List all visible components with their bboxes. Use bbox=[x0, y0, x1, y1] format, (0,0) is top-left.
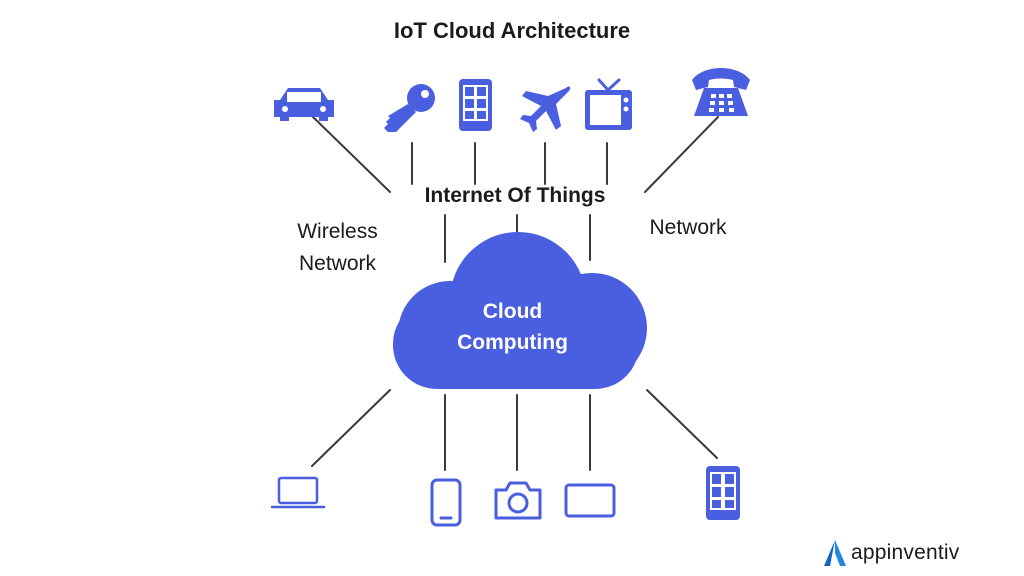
camera-icon bbox=[494, 481, 542, 520]
monitor-icon bbox=[564, 483, 616, 518]
telephone-icon bbox=[692, 68, 750, 116]
line-telephone bbox=[644, 116, 719, 193]
tablet-icon bbox=[459, 79, 492, 131]
cloud-computing-label-line-2: Computing bbox=[457, 331, 568, 354]
wireless-network-label-line-2: Network bbox=[298, 252, 377, 275]
connector-lines bbox=[311, 116, 719, 471]
appinventiv-logo-text: appinventiv bbox=[851, 541, 960, 564]
wireless-network-label-line-1: Wireless bbox=[297, 220, 378, 243]
line-car bbox=[312, 116, 391, 193]
internet-of-things-label: Internet Of Things bbox=[424, 184, 606, 207]
cloud-shape bbox=[393, 232, 647, 389]
key-icon bbox=[384, 84, 435, 132]
diagram-title: IoT Cloud Architecture bbox=[393, 18, 631, 43]
tablet-bottom-icon bbox=[706, 466, 740, 520]
line-laptop bbox=[311, 389, 391, 467]
cloud-computing-label: Cloud Computing bbox=[420, 296, 605, 358]
laptop-icon bbox=[270, 476, 326, 509]
appinventiv-logo-mark-icon bbox=[824, 540, 846, 566]
tv-icon bbox=[585, 78, 632, 130]
car-icon bbox=[274, 88, 334, 121]
line-tablet-bottom bbox=[646, 389, 718, 459]
network-label: Network bbox=[649, 216, 727, 239]
airplane-icon bbox=[520, 86, 571, 132]
appinventiv-logo: appinventiv bbox=[823, 536, 959, 570]
cloud-computing-label-line-1: Cloud bbox=[482, 300, 543, 323]
wireless-network-label: Wireless Network bbox=[270, 216, 405, 280]
smartphone-icon bbox=[430, 478, 462, 527]
